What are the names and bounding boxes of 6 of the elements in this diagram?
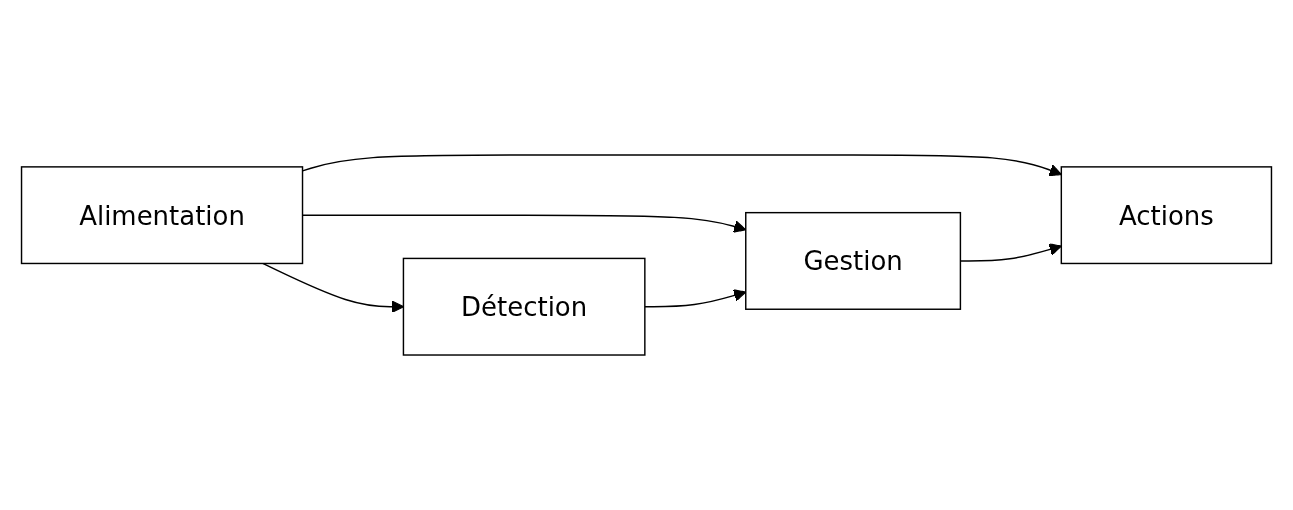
node-box: Gestion [745, 211, 962, 310]
arrow [301, 154, 1062, 177]
node-box: Détection [402, 257, 646, 356]
node-box: Alimentation [20, 166, 304, 265]
node-box: Actions [1060, 166, 1273, 265]
arrow [262, 262, 404, 314]
